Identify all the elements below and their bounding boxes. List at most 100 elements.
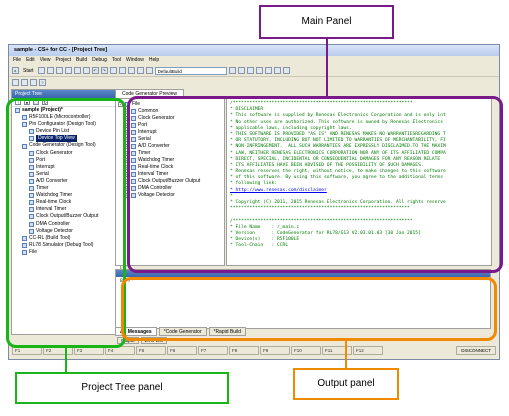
tree-item-label: Device Top View (36, 135, 77, 143)
function-key[interactable]: F11 (322, 346, 352, 355)
folder-icon (131, 179, 136, 184)
tree-item[interactable]: Serial (12, 171, 120, 178)
step-out-icon[interactable] (282, 67, 290, 74)
panel-icon[interactable] (30, 78, 37, 86)
function-key[interactable]: F6 (167, 346, 197, 355)
tree-item-label: Serial (36, 170, 49, 177)
code-line: * File Name : r_main.c (230, 224, 300, 230)
tree-item[interactable]: Clock Generator (12, 150, 120, 157)
tree-item[interactable]: Interval Timer (12, 206, 120, 213)
settings-icon[interactable] (145, 67, 153, 74)
step-in-icon[interactable] (264, 67, 272, 74)
help-icon[interactable]: ? (39, 78, 46, 86)
node-icon (22, 122, 27, 128)
function-key[interactable]: F5 (136, 346, 166, 355)
tree-item-label: A/D Converter (36, 177, 68, 184)
function-key[interactable]: F9 (260, 346, 290, 355)
tree-item[interactable]: Code Generator (Design Tool) (12, 142, 120, 149)
output-tab[interactable]: *Rapid Build (208, 327, 247, 336)
step-over-icon[interactable] (273, 67, 281, 74)
start-button[interactable]: Start (23, 67, 34, 74)
disconnect-button[interactable]: DISCONNECT (456, 346, 496, 355)
copy-icon[interactable] (73, 67, 81, 74)
menu-window[interactable]: Window (126, 57, 144, 63)
redo-icon[interactable]: ↷ (100, 67, 108, 74)
tree-item[interactable]: DMA Controller (12, 221, 120, 228)
tree-item[interactable]: Device Top View (12, 135, 120, 143)
node-icon (29, 178, 34, 184)
code-line: * LAW, NEITHER RENESAS ELECTRONICS CORPO… (230, 150, 446, 156)
disclaimer-link[interactable]: * http://www.renesas.com/disclaimer (230, 187, 327, 193)
tree-item[interactable]: Watchdog Timer (12, 192, 120, 199)
menu-debug[interactable]: Debug (92, 57, 107, 63)
menu-build[interactable]: Build (76, 57, 88, 63)
tree-item[interactable]: File (12, 249, 120, 256)
menu-view[interactable]: View (39, 57, 51, 63)
output-tab[interactable]: *Code Generator (158, 327, 207, 336)
menu-tool[interactable]: Tool (111, 57, 122, 63)
download-icon[interactable] (228, 67, 236, 74)
stop-icon[interactable] (246, 67, 254, 74)
tree-item-label: DMA Controller (36, 220, 70, 227)
paste-icon[interactable] (82, 67, 90, 74)
reset-icon[interactable] (255, 67, 263, 74)
rebuild-icon[interactable] (127, 67, 135, 74)
start-icon[interactable]: ▸ (12, 67, 19, 74)
tree-item[interactable]: CC-RL (Build Tool) (12, 235, 120, 242)
undo-icon[interactable]: ↶ (91, 67, 99, 74)
menu-project[interactable]: Project (55, 57, 71, 63)
node-icon (29, 200, 34, 206)
output-panel-connector (345, 340, 347, 368)
code-line: * (230, 193, 233, 199)
code-line: * of this software. By using this softwa… (230, 175, 443, 181)
code-preview-text[interactable]: /***************************************… (226, 98, 492, 266)
output-tab-strip: All Messages*Code Generator*Rapid Build (115, 327, 491, 336)
tree-item[interactable]: sample (Project)* (12, 107, 120, 114)
function-key[interactable]: F12 (353, 346, 383, 355)
tree-item[interactable]: A/D Converter (12, 178, 120, 185)
menu-file[interactable]: File (13, 57, 22, 63)
tree-item[interactable]: Clock Output/Buzzer Output (12, 213, 120, 220)
save-icon[interactable] (55, 67, 63, 74)
tree-item[interactable]: Interrupt (12, 164, 120, 171)
node-icon (29, 164, 34, 170)
clean-icon[interactable] (136, 67, 144, 74)
node-icon (29, 214, 34, 220)
tab-code-generator-preview[interactable]: Code Generator Preview (115, 89, 185, 98)
tree-item[interactable]: Device Pin List (12, 128, 120, 135)
code-line: /***************************************… (230, 218, 413, 224)
tree-item[interactable]: Timer (12, 185, 120, 192)
tree-item[interactable]: Port (12, 157, 120, 164)
tree-item-label: Timer (36, 185, 49, 192)
build-config-select[interactable]: DefaultBuild (154, 66, 227, 75)
window-icon[interactable] (12, 78, 19, 86)
tree-item[interactable]: Voltage Detector (12, 228, 120, 235)
menu-edit[interactable]: Edit (26, 57, 35, 63)
function-key[interactable]: F7 (198, 346, 228, 355)
code-line: /***************************************… (230, 101, 413, 106)
window-title: sample - CS+ for CC - [Project Tree] (9, 45, 499, 56)
tree-item[interactable]: Real-time Clock (12, 199, 120, 206)
tree-item[interactable]: R5F100LE (Microcontroller) (12, 114, 120, 121)
code-line: * This software is supplied by Renesas E… (230, 113, 446, 119)
new-file-icon[interactable] (37, 67, 45, 74)
function-key[interactable]: F10 (291, 346, 321, 355)
layout-icon[interactable] (21, 78, 28, 86)
node-icon (29, 221, 34, 227)
node-icon (22, 249, 27, 255)
function-key[interactable]: F8 (229, 346, 259, 355)
code-line: * NON-INFRINGEMENT. ALL SUCH WARRANTIES … (230, 144, 446, 150)
tree-item[interactable]: Pin Configurator (Design Tool) (12, 121, 120, 128)
menu-help[interactable]: Help (148, 57, 160, 63)
output-tab[interactable]: All Messages (115, 327, 157, 336)
main-panel-label: Main Panel (259, 5, 394, 39)
code-line: * Tool-Chain : CCRL (230, 243, 289, 249)
go-icon[interactable] (237, 67, 245, 74)
project-tree-list: sample (Project)*R5F100LE (Microcontroll… (12, 107, 120, 256)
build-icon[interactable] (118, 67, 126, 74)
find-icon[interactable] (109, 67, 117, 74)
tree-item[interactable]: RL78 Simulator (Debug Tool) (12, 242, 120, 249)
tree-item-label: File (29, 248, 38, 255)
cut-icon[interactable] (64, 67, 72, 74)
open-folder-icon[interactable] (46, 67, 54, 74)
